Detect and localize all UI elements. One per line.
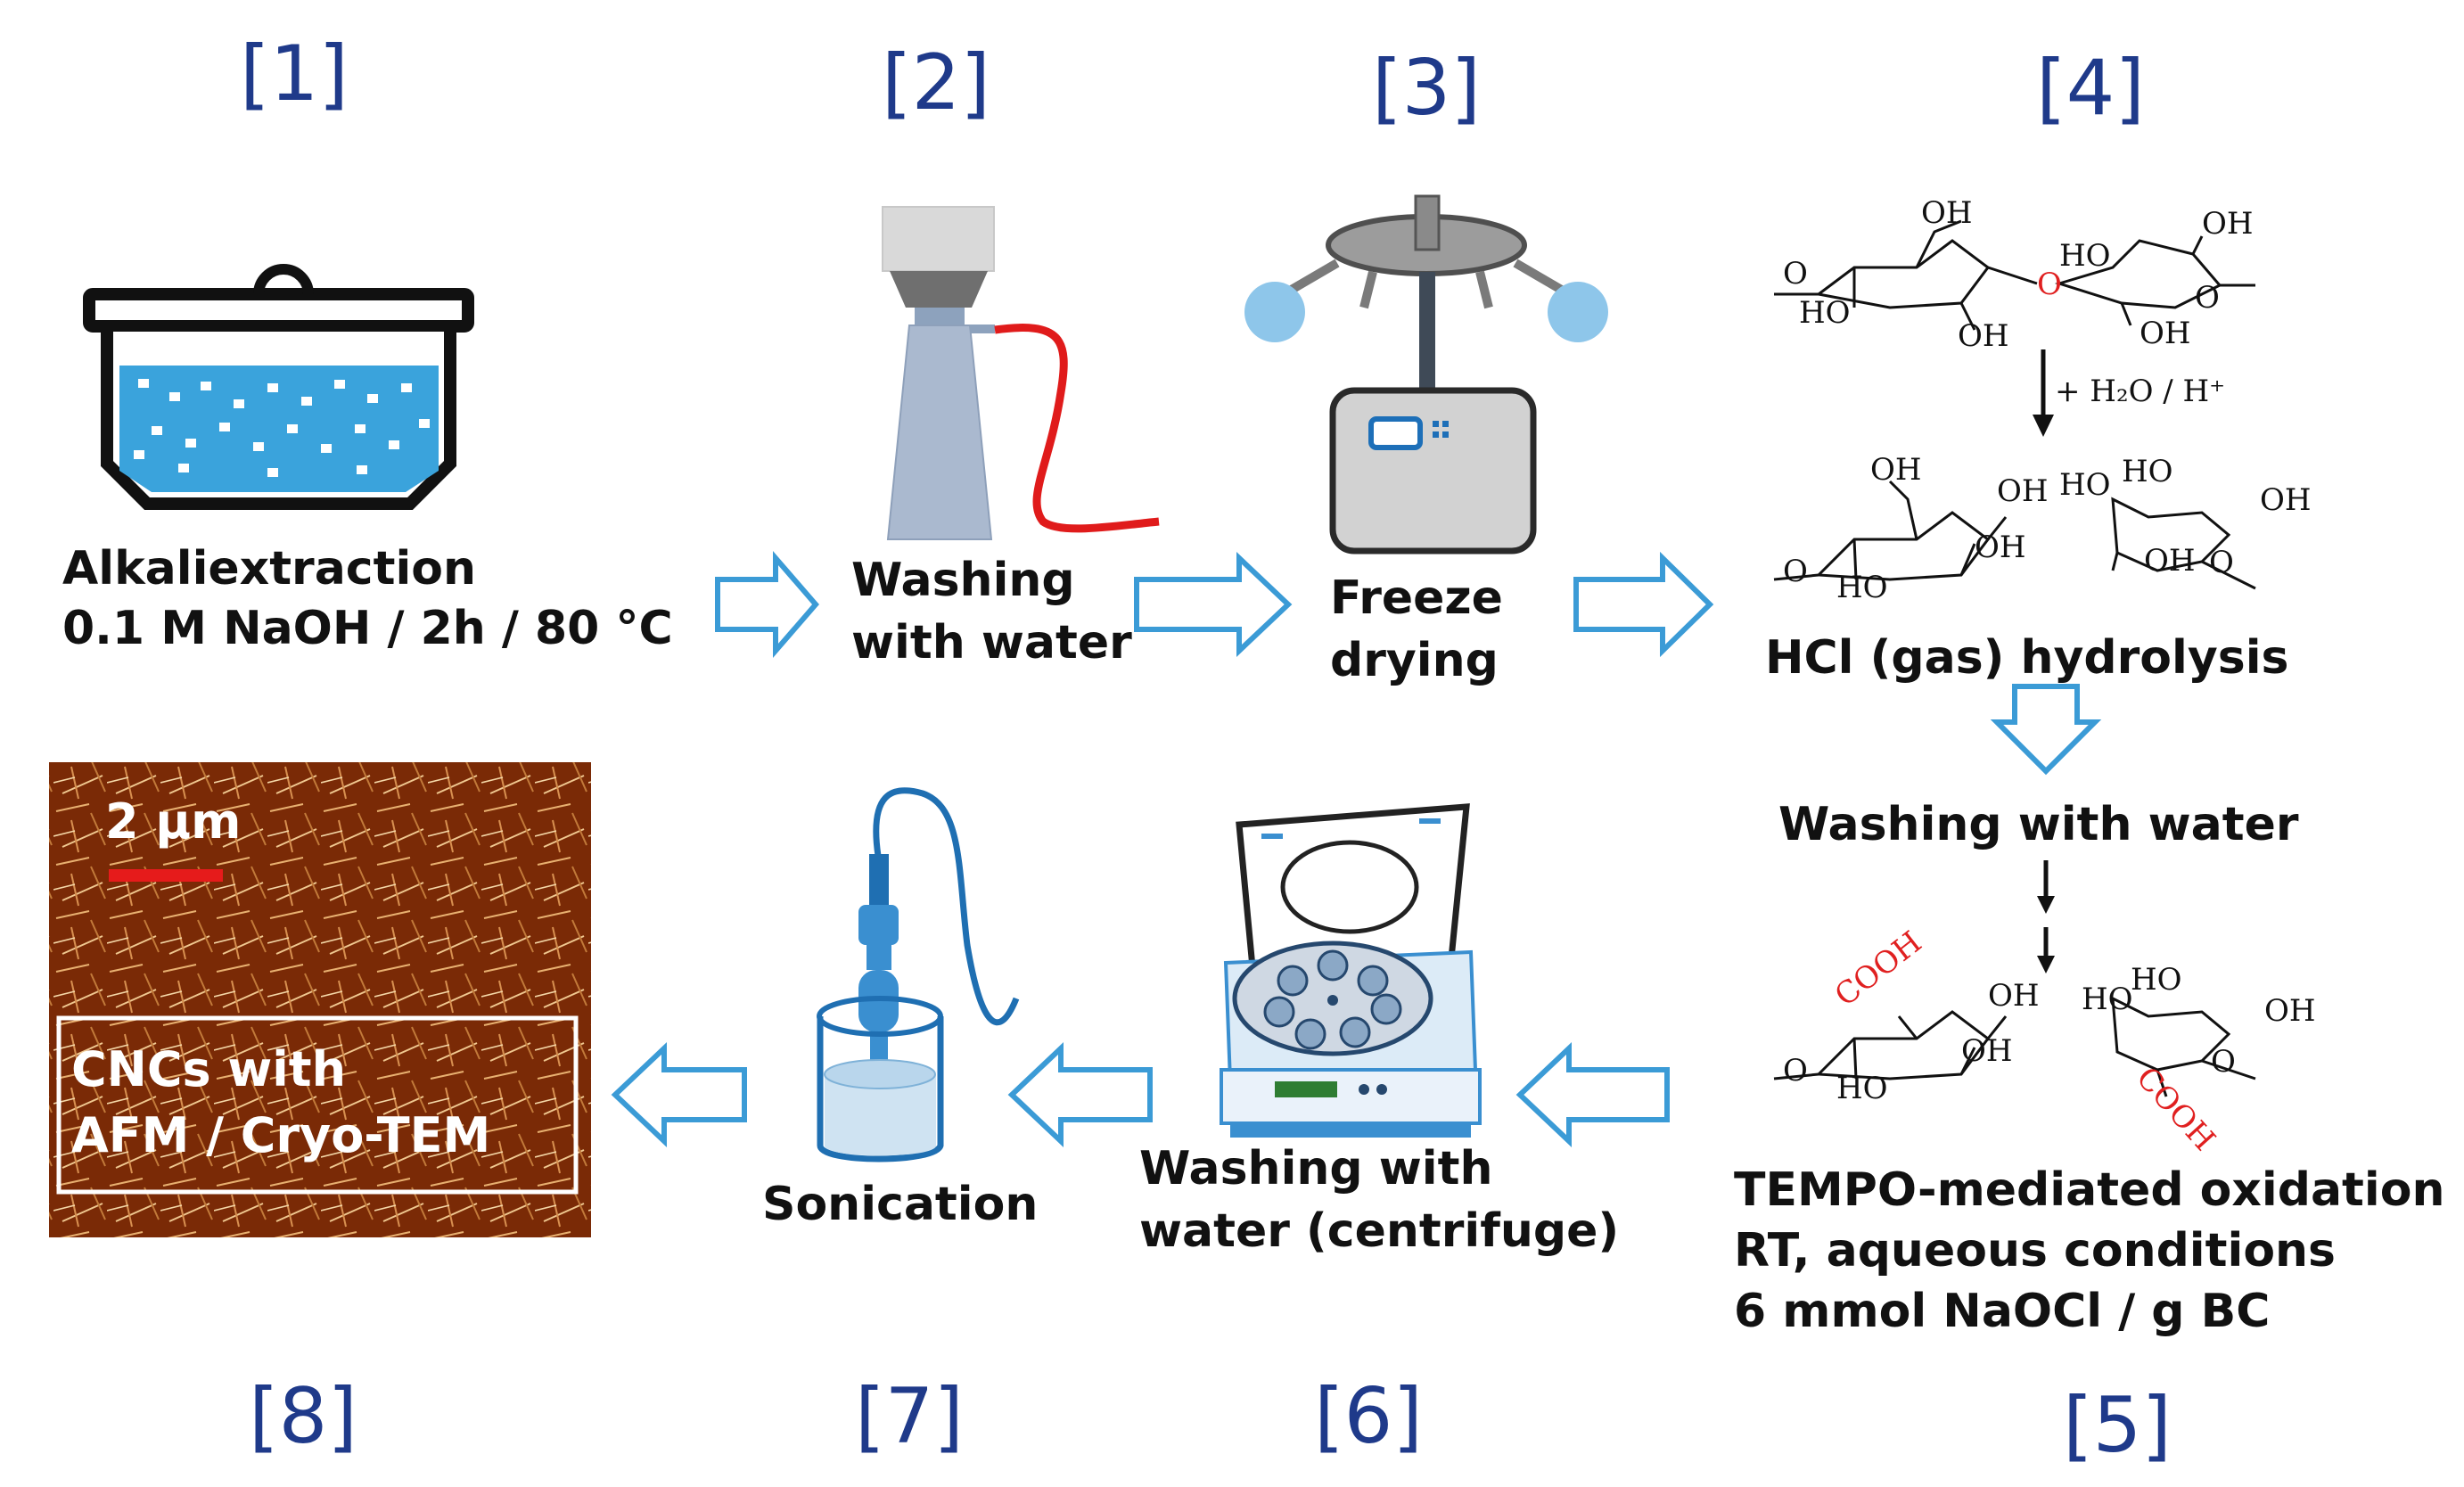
chem-label: O (2209, 545, 2234, 580)
down-arrow-hollow (1990, 684, 2102, 776)
flow-arrow-3-4 (1573, 551, 1714, 658)
step7-label: Sonication (762, 1178, 1038, 1231)
chem-label: OH (2144, 543, 2196, 579)
glycosidic-oxygen-label: O (2037, 267, 2062, 302)
chem-label: OH (2202, 206, 2254, 242)
step-number-3: [3] (1372, 44, 1481, 133)
chem-label: O (1783, 554, 1808, 589)
step6-label: Washing with (1139, 1142, 1492, 1195)
step2-label: Washing (851, 554, 1075, 607)
step5-label: TEMPO-mediated oxidation (1734, 1163, 2444, 1217)
chem-label: OH (1988, 978, 2040, 1014)
glucose-products-structure (1773, 480, 2256, 590)
carboxyl-label: COOH (2129, 1060, 2222, 1158)
freeze-dryer-icon (1244, 194, 1608, 555)
flow-arrow-6-7 (1007, 1042, 1153, 1147)
chem-label: OH (2260, 482, 2312, 518)
reaction-arrow (2033, 349, 2054, 437)
scale-bar (109, 869, 223, 882)
centrifuge-icon (1220, 803, 1482, 1138)
step1-conditions: 0.1 M NaOH / 2h / 80 °C (62, 602, 673, 655)
chem-label: O (2211, 1044, 2236, 1080)
chem-label: O (2195, 280, 2220, 316)
step5-conditions: RT, aqueous conditions (1734, 1224, 2336, 1278)
chem-label: HO (1799, 295, 1851, 331)
chem-label: OH (2140, 316, 2191, 351)
step1-label: Alkaliextraction (62, 542, 476, 596)
step8-label: CNCs with (71, 1041, 346, 1097)
small-down-arrows (2037, 860, 2055, 974)
afm-image: 2 µm CNCs with AFM / Cryo-TEM (49, 762, 591, 1237)
step-number-5: [5] (2063, 1381, 2172, 1470)
flow-arrow-1-2 (715, 550, 819, 659)
step6-label-2: water (centrifuge) (1139, 1204, 1619, 1258)
chem-label: OH (1997, 473, 2049, 509)
step3-label: Freeze (1330, 571, 1503, 625)
oxidized-cellulose-structure (1773, 996, 2256, 1097)
flow-arrow-5-6 (1515, 1042, 1670, 1147)
step4b-label: Washing with water (1778, 798, 2299, 851)
chem-label: HO (1836, 570, 1888, 605)
scale-bar-label: 2 µm (105, 793, 241, 850)
chem-label: HO (2122, 454, 2173, 489)
flow-arrow-2-3 (1134, 552, 1293, 657)
step2-label-2: with water (851, 616, 1132, 670)
hydrolysis-reagent: + H₂O / H⁺ (2055, 374, 2225, 409)
chem-label: HO (2059, 238, 2111, 274)
chem-label: OH (2264, 993, 2316, 1029)
chem-label: OH (1961, 1033, 2013, 1069)
chem-label: O (1783, 256, 1808, 292)
chem-label: OH (1958, 318, 2009, 354)
step-number-2: [2] (882, 38, 990, 127)
cellobiose-structure (1774, 219, 2255, 331)
chem-label: OH (1975, 530, 2026, 565)
step-number-8: [8] (249, 1372, 357, 1461)
chem-label: O (1783, 1053, 1808, 1089)
alkali-pot-icon (83, 264, 474, 510)
chem-label: HO (1836, 1071, 1888, 1106)
sonicator-icon (817, 787, 1020, 1162)
chem-label: OH (1870, 452, 1922, 488)
step-number-7: [7] (855, 1372, 964, 1461)
step8-label-2: AFM / Cryo-TEM (71, 1107, 490, 1163)
chem-label: HO (2059, 467, 2111, 503)
step3-label-2: drying (1330, 634, 1499, 687)
carboxyl-label: COOH (1828, 924, 1928, 1014)
step4-label: HCl (gas) hydrolysis (1765, 631, 2288, 685)
step-number-4: [4] (2036, 44, 2145, 133)
filtration-flask-icon (882, 206, 1160, 540)
step-number-6: [6] (1314, 1372, 1423, 1461)
flow-arrow-7-8 (611, 1042, 747, 1147)
step-number-1: [1] (240, 29, 349, 119)
step5-reagent: 6 mmol NaOCl / g BC (1734, 1285, 2270, 1338)
chem-label: HO (2131, 962, 2182, 998)
chem-label: HO (2082, 982, 2133, 1017)
chem-label: OH (1921, 195, 1973, 231)
